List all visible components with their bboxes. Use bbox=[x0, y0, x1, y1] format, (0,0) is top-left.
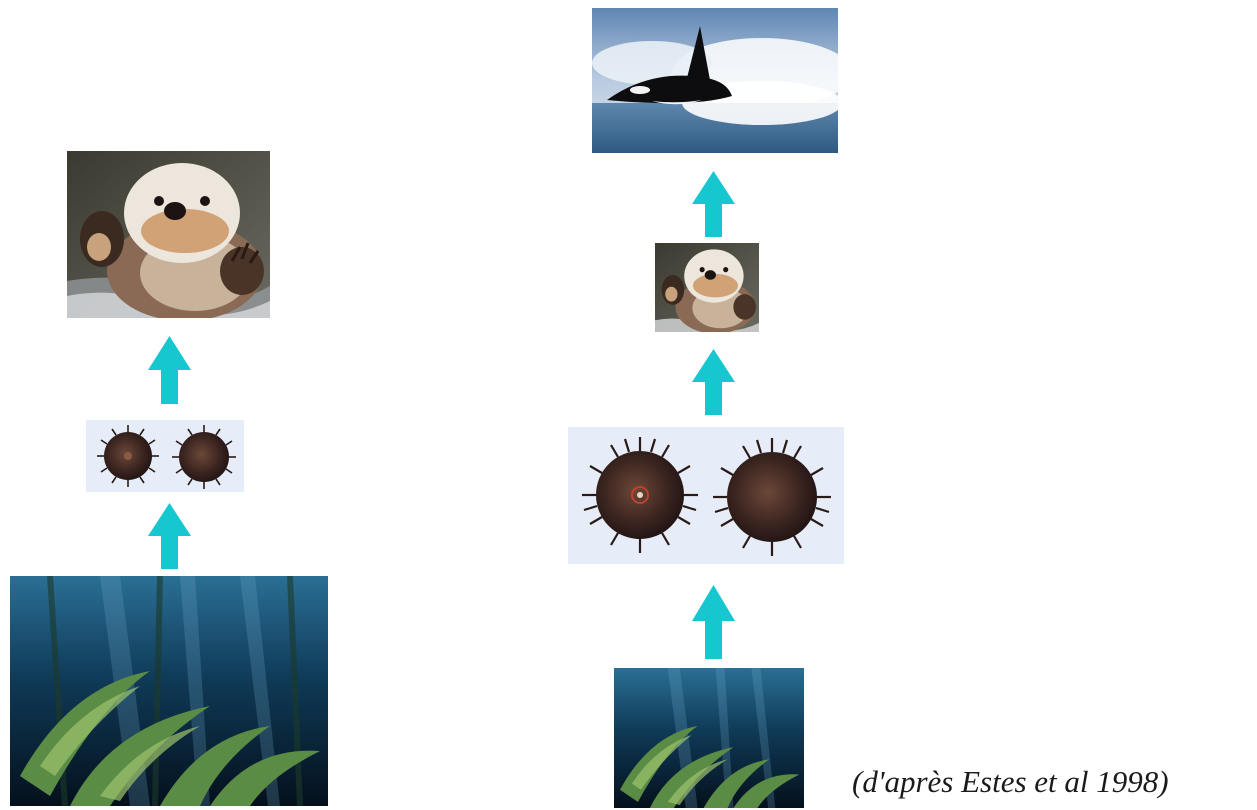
sea-urchin-photo bbox=[582, 437, 698, 553]
arrow-up-icon bbox=[148, 503, 191, 569]
sea-otter-photo bbox=[655, 243, 759, 332]
arrow-up-icon bbox=[692, 585, 735, 659]
sea-urchin-photo bbox=[97, 425, 159, 487]
kelp-forest-photo bbox=[614, 668, 804, 808]
sea-otter-photo bbox=[67, 151, 270, 318]
orca-photo bbox=[592, 8, 838, 153]
sea-urchin-panel bbox=[568, 427, 844, 564]
sea-urchin-panel bbox=[86, 420, 244, 492]
citation-caption: (d'après Estes et al 1998) bbox=[852, 764, 1169, 800]
sea-urchin-photo bbox=[172, 425, 236, 489]
arrow-up-icon bbox=[692, 349, 735, 415]
sea-urchin-photo bbox=[713, 438, 831, 556]
kelp-forest-photo bbox=[10, 576, 328, 806]
arrow-up-icon bbox=[692, 171, 735, 237]
arrow-up-icon bbox=[148, 336, 191, 404]
